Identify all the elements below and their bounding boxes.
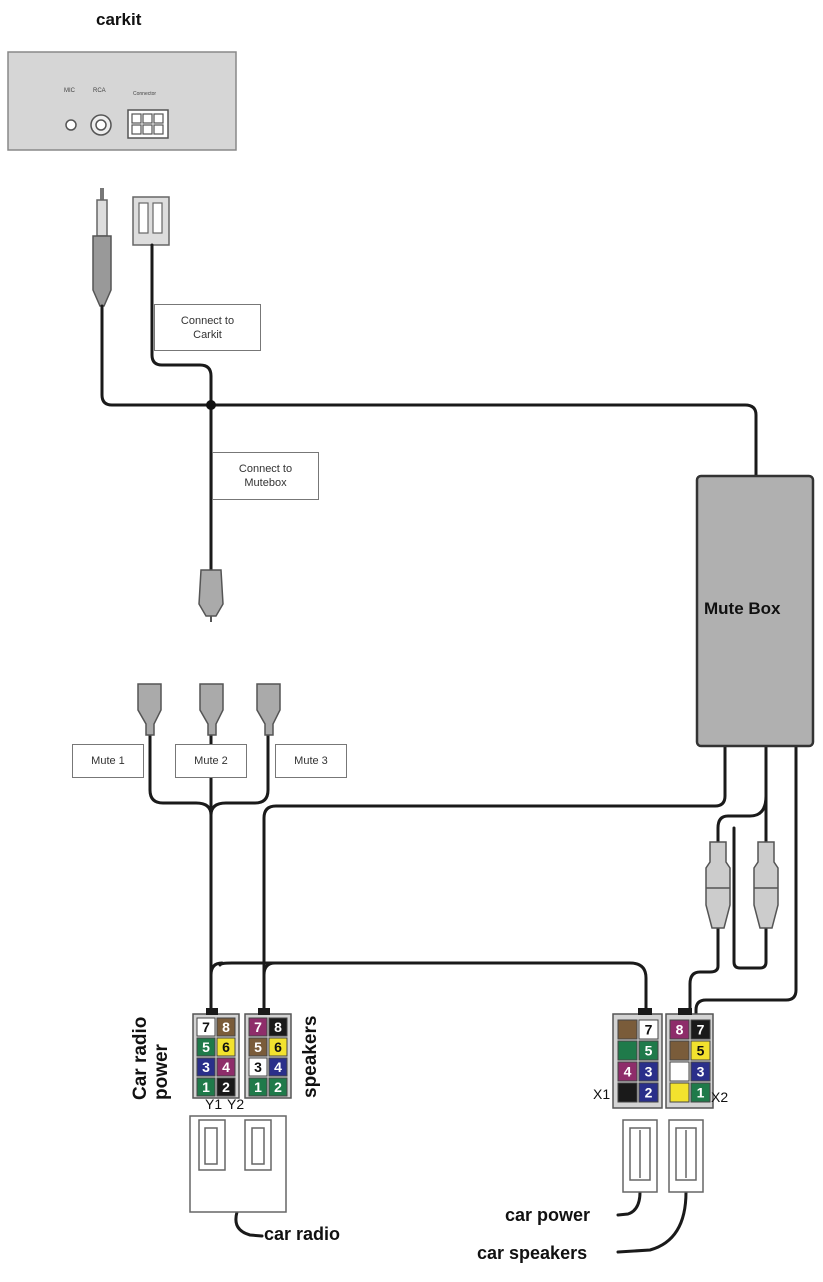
x2-pin	[669, 1040, 690, 1061]
mute2-label: Mute 2	[175, 744, 247, 778]
mic-jack-icon	[65, 119, 77, 131]
y1-pin-number: 8	[222, 1019, 230, 1035]
y2-pin	[268, 1057, 288, 1077]
y1-pin-number: 6	[222, 1039, 230, 1055]
y2-label: Y2	[227, 1096, 245, 1112]
y2-pin	[268, 1077, 288, 1097]
x2-pin-number: 7	[697, 1022, 705, 1038]
x1-pin	[638, 1061, 659, 1082]
y1-pin	[196, 1037, 216, 1057]
car-power-speaker-plugs-icon	[622, 1119, 704, 1193]
y1-pin-number: 7	[202, 1019, 210, 1035]
y1-pin-number: 5	[202, 1039, 210, 1055]
x1-pin	[617, 1082, 638, 1103]
x1-label: X1	[593, 1086, 611, 1102]
x2-pin	[690, 1040, 711, 1061]
mute-plugs	[137, 683, 281, 736]
x2-pin-number: 1	[697, 1085, 705, 1101]
x1-pin-number: 5	[645, 1043, 653, 1059]
x1-pin-number: 4	[624, 1064, 632, 1080]
y2-pin-number: 4	[274, 1059, 282, 1075]
x2-pin	[690, 1019, 711, 1040]
y1-pin	[216, 1077, 236, 1097]
y2-pin	[248, 1017, 268, 1037]
x2-pin	[669, 1019, 690, 1040]
x1-pin	[638, 1082, 659, 1103]
y1-pin-number: 4	[222, 1059, 230, 1075]
y1-pin	[216, 1057, 236, 1077]
y2-pin	[268, 1037, 288, 1057]
car-power-label: car power	[505, 1205, 591, 1225]
x1-pin-number: 7	[645, 1022, 653, 1038]
connect-carkit-label: Connect to Carkit	[154, 304, 261, 351]
x2-label: X2	[711, 1089, 729, 1105]
y2-pin-number: 6	[274, 1039, 282, 1055]
x1-pin	[617, 1040, 638, 1061]
y1-pin	[196, 1057, 216, 1077]
y1-label: Y1	[205, 1096, 223, 1112]
x2-pin-number: 5	[697, 1043, 705, 1059]
x2-pin-number: 3	[697, 1064, 705, 1080]
y2-pin	[268, 1017, 288, 1037]
y2-pin-number: 1	[254, 1079, 262, 1095]
rca-plugs-icon	[705, 841, 779, 929]
y2-pin-number: 3	[254, 1059, 262, 1075]
x2-pin	[690, 1082, 711, 1103]
y2-pin-number: 2	[274, 1079, 282, 1095]
x2-pin	[669, 1061, 690, 1082]
mutebox-plug-icon	[198, 569, 224, 617]
x1-pin	[617, 1019, 638, 1040]
x1-pin-number: 3	[645, 1064, 653, 1080]
y2-pin-number: 7	[254, 1019, 262, 1035]
x1-pin	[617, 1061, 638, 1082]
rca-label: RCA	[93, 88, 106, 94]
x2-pin	[690, 1061, 711, 1082]
y1-pin	[196, 1017, 216, 1037]
x2-pin-number: 8	[676, 1022, 684, 1038]
y1-pin	[216, 1017, 236, 1037]
car-radio-power-label: Car radio power	[130, 1016, 172, 1100]
mute3-label: Mute 3	[275, 744, 347, 778]
y2-pin-number: 5	[254, 1039, 262, 1055]
car-speakers-label: car speakers	[477, 1243, 588, 1263]
y1-pin	[196, 1077, 216, 1097]
speakers-label: speakers	[300, 1015, 321, 1098]
x1-pin	[638, 1019, 659, 1040]
y2-pin	[248, 1037, 268, 1057]
carkit-plug-icon	[132, 196, 170, 246]
mute1-label: Mute 1	[72, 744, 144, 778]
y1-pin-number: 1	[202, 1079, 210, 1095]
x2-pin	[669, 1082, 690, 1103]
mic-label: MIC	[64, 88, 75, 94]
y1-pin	[216, 1037, 236, 1057]
y2-pin	[248, 1057, 268, 1077]
carkit-panel	[7, 51, 237, 151]
y2-pin	[248, 1077, 268, 1097]
x1-pin	[638, 1040, 659, 1061]
connector-label: Connector	[133, 91, 157, 97]
diagram-title: carkit	[96, 10, 142, 29]
car-radio-label: car radio	[264, 1224, 341, 1244]
audio-plug-icon	[92, 188, 112, 307]
carkit-connector-icon	[127, 109, 169, 139]
connect-mutebox-label: Connect to Mutebox	[212, 452, 319, 500]
mute-box-label: Mute Box	[704, 599, 781, 618]
x1-pin-number: 2	[645, 1085, 653, 1101]
mute-box	[695, 474, 815, 748]
y2-pin-number: 8	[274, 1019, 282, 1035]
y1-pin-number: 2	[222, 1079, 230, 1095]
car-radio-plug-icon	[189, 1115, 287, 1213]
y1-pin-number: 3	[202, 1059, 210, 1075]
